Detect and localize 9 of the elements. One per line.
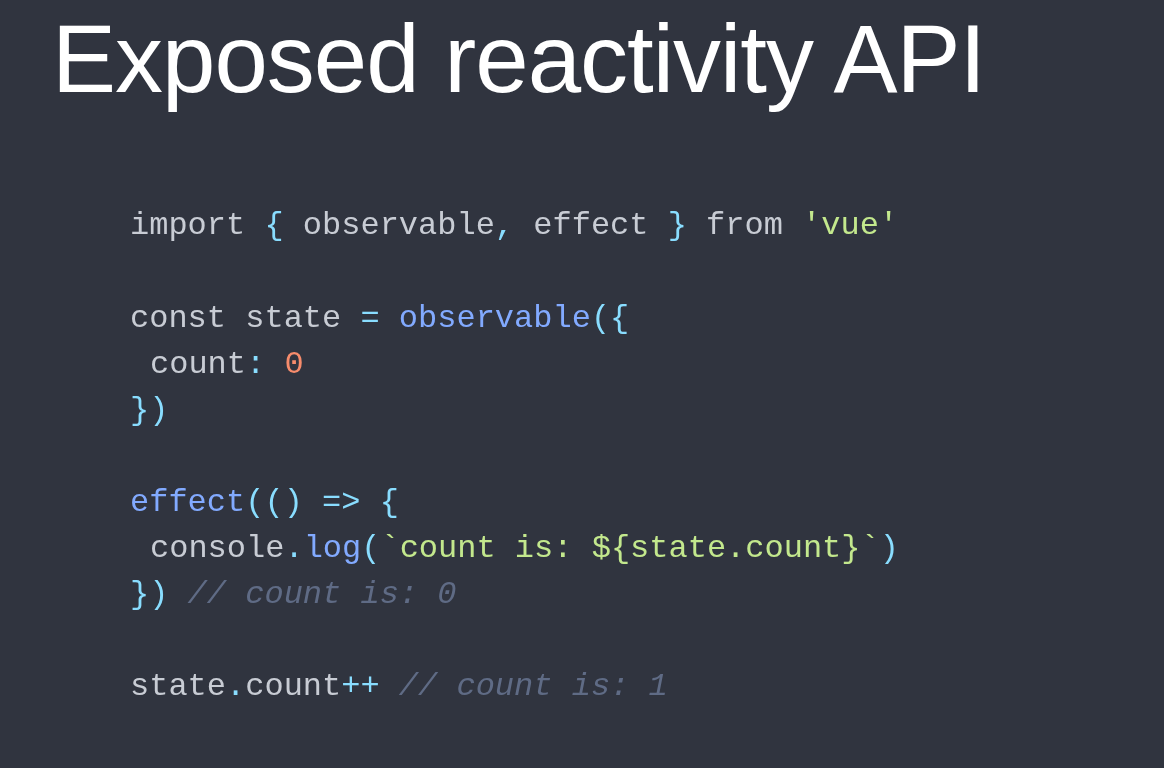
code-line: const state = observable({ <box>130 299 630 339</box>
code-line: state.count++ // count is: 1 <box>130 667 668 707</box>
code-line: }) // count is: 0 <box>130 575 457 615</box>
code-line: import { observable, effect } from 'vue' <box>130 206 899 246</box>
slide-title: Exposed reactivity API <box>52 4 986 114</box>
code-line: console.log(`count is: ${state.count}`) <box>150 529 899 569</box>
code-line: }) <box>130 391 169 431</box>
code-line: effect(() => { <box>130 483 399 523</box>
code-line: count: 0 <box>150 345 304 385</box>
